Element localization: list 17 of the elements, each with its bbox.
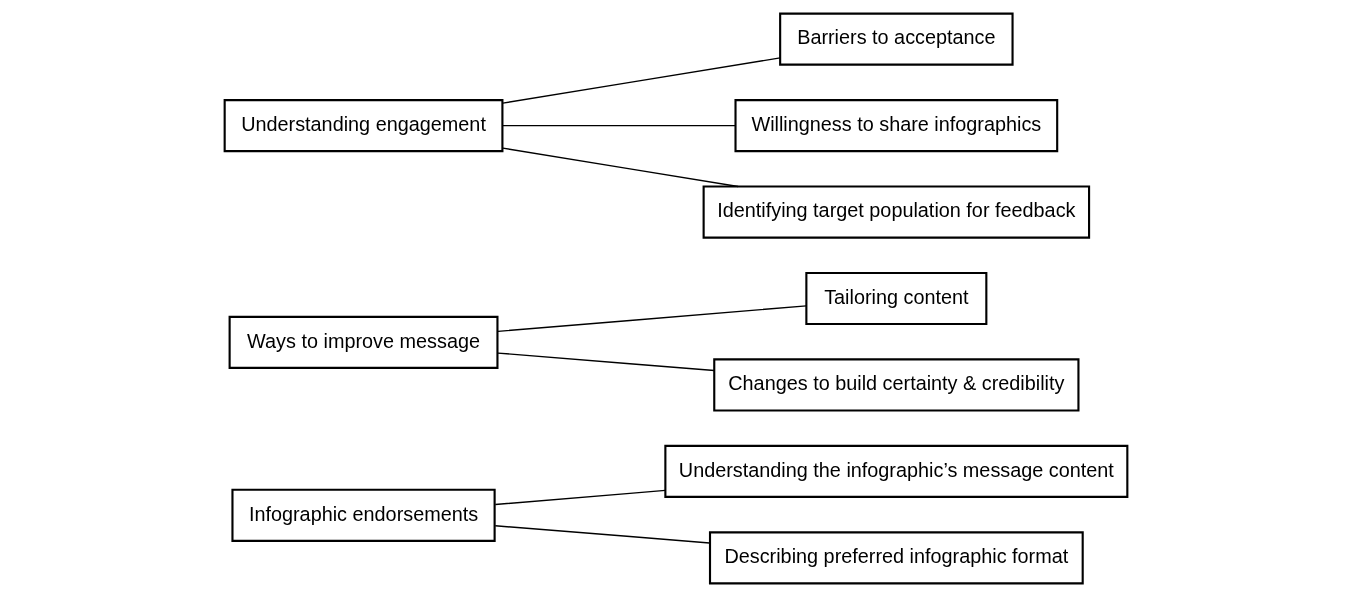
node-box: Identifying target population for feedback — [702, 185, 1090, 239]
connector — [501, 124, 736, 127]
node-box: Ways to improve message — [228, 315, 498, 369]
node-box: Understanding the infographic’s message content — [663, 444, 1128, 498]
node-box: Describing preferred infographic format — [708, 531, 1084, 585]
connector — [496, 305, 807, 333]
connector — [494, 525, 710, 544]
connector — [496, 352, 715, 372]
node-box: Barriers to acceptance — [778, 12, 1014, 66]
connector — [501, 57, 781, 104]
connector — [501, 147, 739, 188]
node-box: Infographic endorsements — [230, 488, 496, 542]
connector — [494, 489, 666, 506]
node-box: Understanding engagement — [223, 99, 503, 153]
node-box: Changes to build certainty & credibility — [712, 358, 1079, 412]
node-box: Willingness to share infographics — [733, 99, 1058, 153]
node-box: Tailoring content — [804, 271, 987, 326]
